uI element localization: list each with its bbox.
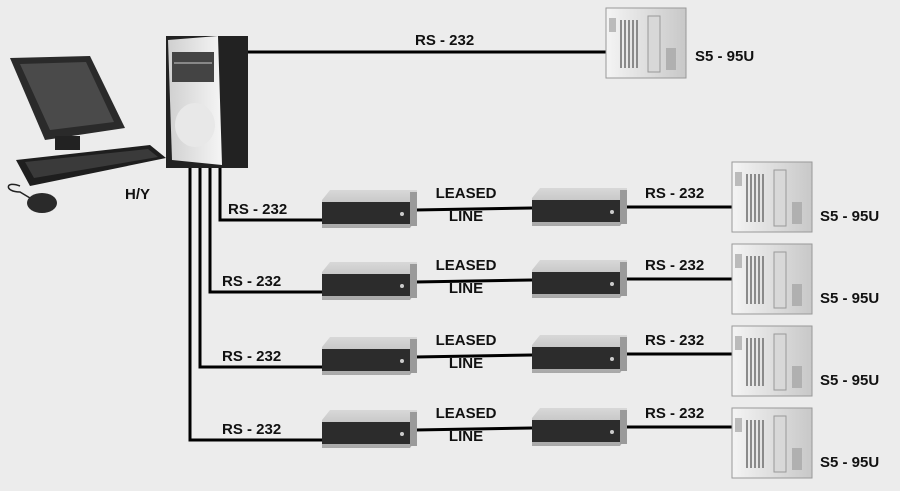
leased-line-label: LEASED xyxy=(435,332,497,349)
leased-line-label: LEASED xyxy=(435,257,497,274)
modem-icon xyxy=(322,337,417,375)
local-cable-label: RS - 232 xyxy=(222,273,282,290)
plc-label: S5 - 95U xyxy=(820,372,880,389)
remote-cable-label: RS - 232 xyxy=(645,405,705,422)
leased-line-label: LEASED xyxy=(435,405,497,422)
leased-line xyxy=(414,278,533,284)
plc-label: S5 - 95U xyxy=(820,208,880,225)
leased-line xyxy=(414,206,533,212)
modem-icon xyxy=(322,410,417,448)
local-rs232-cable xyxy=(188,168,322,442)
plc-icon xyxy=(605,7,687,79)
remote-cable-label: RS - 232 xyxy=(645,332,705,349)
modem-icon xyxy=(322,262,417,300)
plc-icon xyxy=(731,325,813,397)
leased-line-label-2: LINE xyxy=(448,280,484,297)
plc-icon xyxy=(731,243,813,315)
local-cable-label: RS - 232 xyxy=(222,348,282,365)
keyboard-icon xyxy=(16,145,166,186)
modem-icon xyxy=(532,188,627,226)
monitor-icon xyxy=(10,56,125,150)
modem-icon xyxy=(532,260,627,298)
direct-plc-label: S5 - 95U xyxy=(695,48,755,65)
modem-icon xyxy=(322,190,417,228)
leased-line xyxy=(414,426,533,432)
plc-label: S5 - 95U xyxy=(820,454,880,471)
local-cable-label: RS - 232 xyxy=(222,421,282,438)
leased-line-label: LEASED xyxy=(435,185,497,202)
remote-cable-label: RS - 232 xyxy=(645,257,705,274)
modem-icon xyxy=(532,335,627,373)
plc-icon xyxy=(731,407,813,479)
workstation-label: H/Y xyxy=(125,186,151,203)
server-tower-icon xyxy=(166,36,248,168)
remote-cable-label: RS - 232 xyxy=(645,185,705,202)
mouse-icon xyxy=(7,183,57,213)
leased-line-label-2: LINE xyxy=(448,428,484,445)
plc-label: S5 - 95U xyxy=(820,290,880,307)
leased-line-label-2: LINE xyxy=(448,355,484,372)
plc-icon xyxy=(731,161,813,233)
local-rs232-cable xyxy=(208,168,322,294)
direct-cable-label: RS - 232 xyxy=(415,32,475,49)
modem-icon xyxy=(532,408,627,446)
leased-line-label-2: LINE xyxy=(448,208,484,225)
local-rs232-cable xyxy=(198,168,322,369)
local-rs232-cable xyxy=(218,168,322,222)
leased-line xyxy=(414,353,533,359)
local-cable-label: RS - 232 xyxy=(228,201,288,218)
